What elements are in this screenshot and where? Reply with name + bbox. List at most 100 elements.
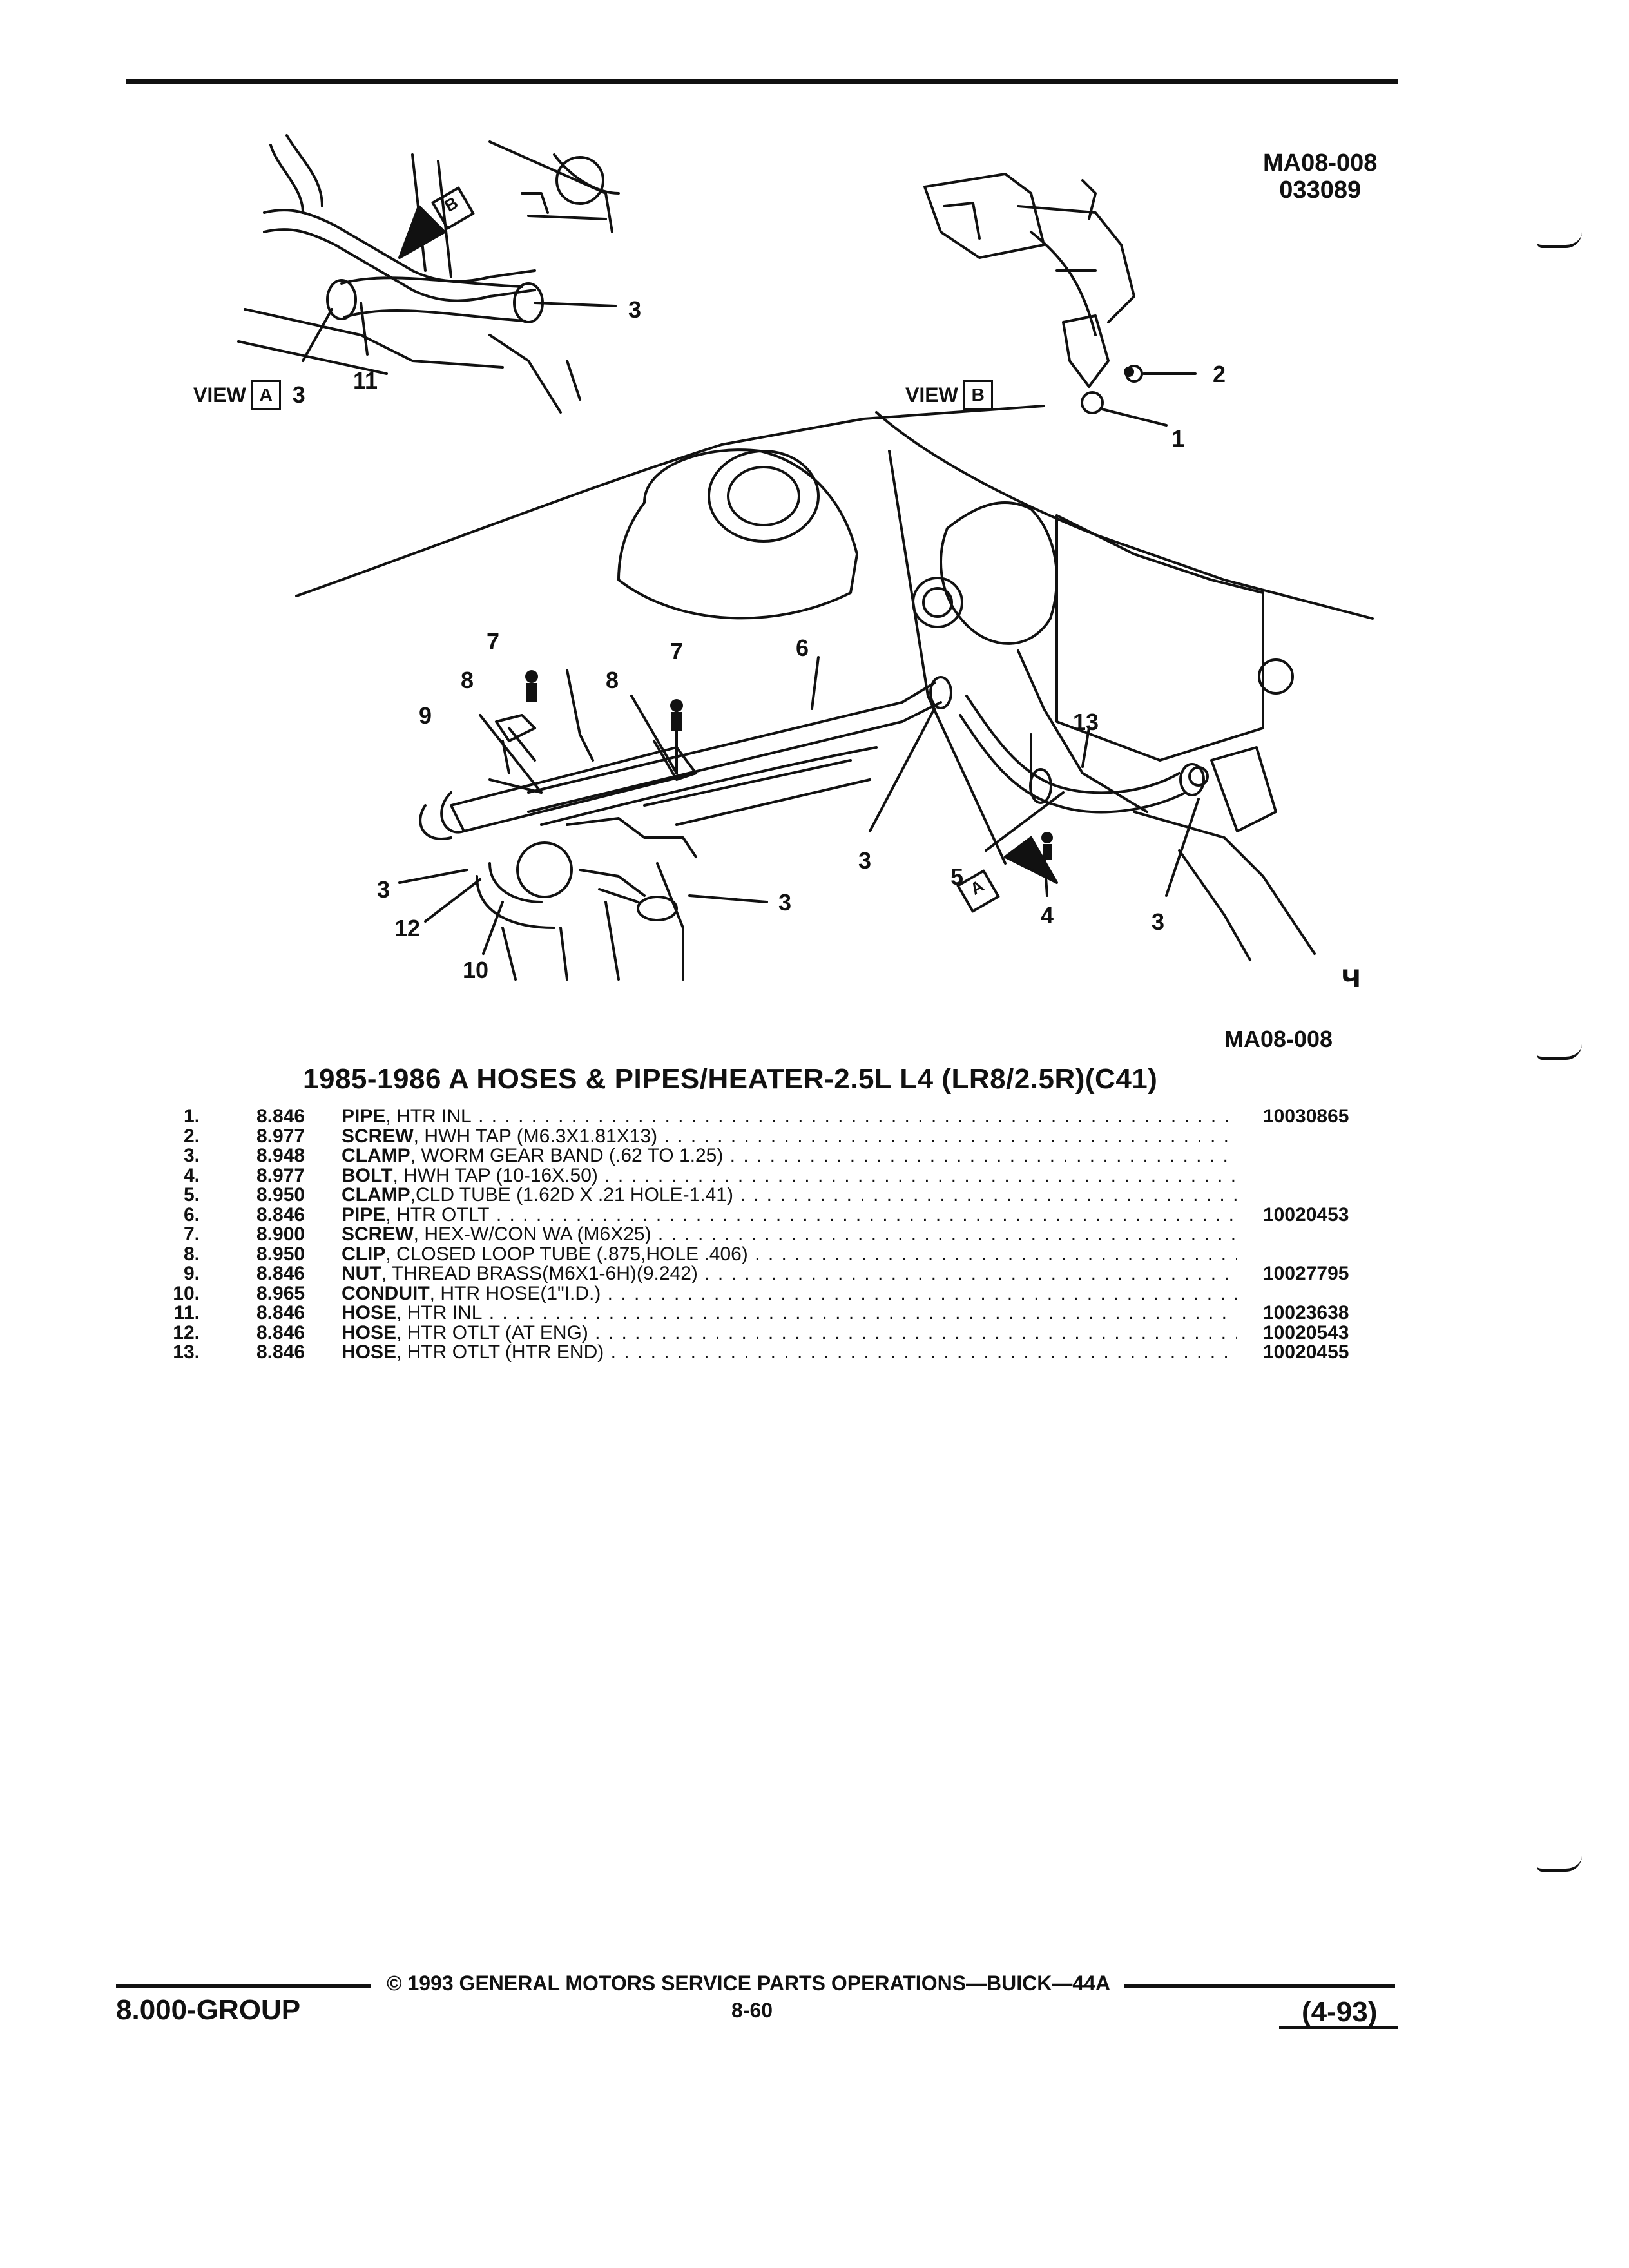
part-name: HOSE xyxy=(342,1343,397,1363)
heater-hose-diagram xyxy=(237,134,1374,981)
item-number: 13. xyxy=(173,1341,200,1363)
part-number: 10020543 xyxy=(1263,1321,1349,1343)
view-b-word: VIEW xyxy=(905,383,958,407)
item-number: 8. xyxy=(183,1243,200,1265)
part-description: PIPE, HTR OTLT xyxy=(342,1206,1237,1225)
group-number: 8.950 xyxy=(256,1243,305,1265)
part-description: NUT, THREAD BRASS(M6X1-6H)(9.242) xyxy=(342,1264,1237,1284)
part-name: CONDUIT xyxy=(342,1283,430,1303)
callout-8-right: 8 xyxy=(606,667,619,693)
part-number: 10023638 xyxy=(1263,1302,1349,1323)
callout-3-left: 3 xyxy=(377,876,390,903)
part-detail: , HWH TAP (M6.3X1.81X13) xyxy=(413,1126,658,1146)
callout-10: 10 xyxy=(463,957,489,983)
footer-rule-right xyxy=(1124,1984,1395,1988)
callout-3-right: 3 xyxy=(1152,908,1165,935)
view-b-letter: B xyxy=(963,380,993,410)
callout-3-center: 3 xyxy=(778,889,792,916)
part-description: CLAMP,CLD TUBE (1.62D X .21 HOLE-1.41) xyxy=(342,1186,1237,1206)
top-rule xyxy=(126,79,1398,84)
callout-7-left: 7 xyxy=(487,628,500,655)
part-detail: , HTR INL xyxy=(396,1303,483,1323)
footer-page-number: 8-60 xyxy=(731,1999,773,2022)
part-description: HOSE, HTR INL xyxy=(342,1303,1237,1323)
part-name: BOLT xyxy=(342,1166,393,1186)
illustration-code-line1: MA08-008 xyxy=(1263,149,1378,177)
part-name: HOSE xyxy=(342,1303,397,1323)
part-name: SCREW xyxy=(342,1126,414,1146)
part-description: HOSE, HTR OTLT (HTR END) xyxy=(342,1343,1237,1363)
part-detail: , CLOSED LOOP TUBE (.875,HOLE .406) xyxy=(385,1244,748,1264)
group-number: 8.846 xyxy=(256,1341,305,1363)
footer-rule-left xyxy=(116,1984,371,1988)
part-name: SCREW xyxy=(342,1225,414,1245)
view-b-inset xyxy=(923,173,1143,414)
part-description: CONDUIT, HTR HOSE(1"I.D.) xyxy=(342,1284,1237,1304)
illustration-reference: MA08-008 xyxy=(1224,1026,1333,1052)
view-a-letter: A xyxy=(251,380,281,410)
parts-row: 8. 8.950 CLIP, CLOSED LOOP TUBE (.875,HOLE… xyxy=(155,1243,1411,1265)
callout-11: 11 xyxy=(353,367,378,394)
callout-4: 4 xyxy=(1041,902,1054,928)
part-name: CLIP xyxy=(342,1244,386,1264)
part-description: HOSE, HTR OTLT (AT ENG) xyxy=(342,1323,1237,1343)
view-b-label: VIEW B xyxy=(905,380,993,410)
part-number: 10020455 xyxy=(1263,1341,1349,1363)
part-description: CLIP, CLOSED LOOP TUBE (.875,HOLE .406) xyxy=(342,1245,1237,1265)
part-detail: , HTR INL xyxy=(385,1107,472,1127)
part-description: CLAMP, WORM GEAR BAND (.62 TO 1.25) xyxy=(342,1146,1237,1166)
item-number: 9. xyxy=(183,1263,200,1284)
footer-date-rule xyxy=(1279,2026,1398,2029)
group-number: 8.846 xyxy=(256,1106,305,1127)
item-number: 3. xyxy=(183,1145,200,1166)
part-detail: , HEX-W/CON WA (M6X25) xyxy=(413,1225,651,1245)
engine-compartment xyxy=(295,405,1374,981)
group-number: 8.977 xyxy=(256,1125,305,1147)
group-number: 8.846 xyxy=(256,1302,305,1323)
callout-7-right: 7 xyxy=(670,638,684,664)
view-a-inset xyxy=(237,134,620,414)
section-title: 1985-1986 A HOSES & PIPES/HEATER-2.5L L4… xyxy=(303,1063,1158,1095)
callout-2: 2 xyxy=(1213,361,1226,387)
group-number: 8.846 xyxy=(256,1263,305,1284)
punch-mark-bottom xyxy=(1537,1856,1582,1872)
item-number: 2. xyxy=(183,1125,200,1147)
part-detail: , HTR HOSE(1"I.D.) xyxy=(429,1283,601,1303)
part-name: HOSE xyxy=(342,1323,397,1343)
item-number: 4. xyxy=(183,1164,200,1186)
part-name: NUT xyxy=(342,1264,381,1284)
parts-row: 9. 8.846 NUT, THREAD BRASS(M6X1-6H)(9.242)… xyxy=(155,1264,1411,1284)
part-number: 10020453 xyxy=(1263,1204,1349,1225)
item-number: 1. xyxy=(183,1106,200,1127)
punch-mark-top xyxy=(1537,232,1582,248)
part-detail: ,CLD TUBE (1.62D X .21 HOLE-1.41) xyxy=(410,1186,733,1206)
part-detail: , HWH TAP (10-16X.50) xyxy=(392,1166,598,1186)
callout-1: 1 xyxy=(1171,425,1185,452)
item-number: 11. xyxy=(173,1302,200,1323)
footer-group: 8.000-GROUP xyxy=(116,1994,301,2026)
group-number: 8.846 xyxy=(256,1321,305,1343)
group-number: 8.965 xyxy=(256,1282,305,1304)
part-detail: , HTR OTLT (HTR END) xyxy=(396,1343,604,1363)
group-number: 8.846 xyxy=(256,1204,305,1225)
item-number: 7. xyxy=(183,1224,200,1245)
parts-row: 10. 8.965 CONDUIT, HTR HOSE(1"I.D.) xyxy=(155,1282,1411,1304)
group-number: 8.977 xyxy=(256,1164,305,1186)
part-detail: , WORM GEAR BAND (.62 TO 1.25) xyxy=(410,1146,724,1166)
callout-6: 6 xyxy=(796,635,809,661)
item-number: 12. xyxy=(173,1321,200,1343)
part-description: PIPE, HTR INL xyxy=(342,1107,1237,1127)
footer-copyright: © 1993 GENERAL MOTORS SERVICE PARTS OPER… xyxy=(387,1972,1111,1995)
callout-13: 13 xyxy=(1073,709,1099,735)
item-number: 10. xyxy=(173,1282,200,1304)
callout-12: 12 xyxy=(394,915,421,941)
part-description: SCREW, HEX-W/CON WA (M6X25) xyxy=(342,1225,1237,1245)
view-a-callout: 3 xyxy=(292,381,305,408)
item-number: 5. xyxy=(183,1184,200,1206)
view-a-label: VIEW A 3 xyxy=(193,380,305,410)
parts-row: 13. 8.846 HOSE, HTR OTLT (HTR END) 10020455 xyxy=(155,1341,1411,1363)
